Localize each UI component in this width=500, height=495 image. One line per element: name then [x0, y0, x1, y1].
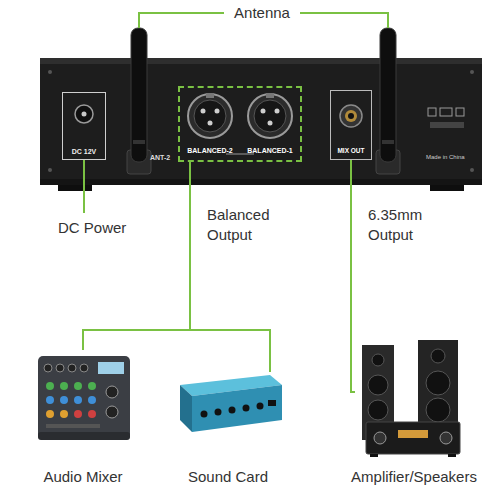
leader-line: [139, 13, 224, 28]
cable-connector: [83, 162, 190, 350]
leader-line: [300, 13, 388, 28]
panel-base: [40, 179, 482, 185]
node-text: BALANCED-2: [180, 147, 240, 155]
sound-card-illustration: [180, 375, 282, 432]
amplifier-speakers: Amplifier/Speakers: [355, 340, 473, 490]
callout-label: Balanced Output: [207, 205, 292, 245]
node-text: MIX OUT: [331, 147, 371, 155]
screw: [48, 70, 52, 74]
device-foot: [58, 185, 92, 191]
xlr-connector: [188, 93, 232, 138]
node-text: Amplifier/Speakers: [325, 468, 500, 486]
device-body: [40, 58, 482, 185]
jack-ring: [345, 110, 357, 122]
cable-connector: [351, 160, 355, 392]
audio-mixer: Audio Mixer: [33, 350, 133, 490]
screw: [470, 70, 474, 74]
node-text: Sound Card: [158, 468, 298, 486]
device-back-panel: ANT-2 Made in China DC 12V BALANCED-2BALANC…: [40, 58, 482, 185]
mark-symbol: [440, 108, 452, 116]
antenna: [127, 28, 151, 174]
node-text: BALANCED-1: [240, 147, 300, 155]
dc-power-box: DC 12V: [62, 92, 106, 160]
callout-label: 6.35mm Output: [368, 205, 438, 245]
mixer-illustration: [38, 356, 130, 440]
jack-socket: [340, 105, 362, 127]
xlr-connector: [248, 93, 292, 138]
mix-out-box: MIX OUT: [330, 90, 372, 160]
jack-hole: [348, 113, 354, 119]
speakers-illustration: [362, 340, 460, 457]
balanced-output-group: BALANCED-2BALANCED-1: [178, 86, 302, 162]
node-text: Made in China: [426, 154, 476, 161]
node-text: Audio Mixer: [13, 468, 153, 486]
callout-label: Antenna: [212, 3, 312, 23]
callout-label: DC Power: [58, 218, 158, 238]
sound-card: Sound Card: [172, 372, 284, 490]
mark-symbol: [428, 108, 436, 116]
panel-lip: [40, 58, 482, 64]
node-text: ANT-2: [150, 154, 180, 162]
dc-jack: [75, 105, 93, 123]
dc-pin: [82, 112, 87, 117]
mark-symbol: [456, 108, 464, 116]
screw: [48, 168, 52, 172]
device-foot: [430, 185, 464, 191]
node-text: DC 12V: [63, 148, 105, 156]
leader-line: [83, 160, 85, 213]
cable-connector: [190, 162, 270, 372]
mark-symbol: [430, 122, 464, 128]
screw: [470, 168, 474, 172]
antenna: [376, 28, 400, 174]
